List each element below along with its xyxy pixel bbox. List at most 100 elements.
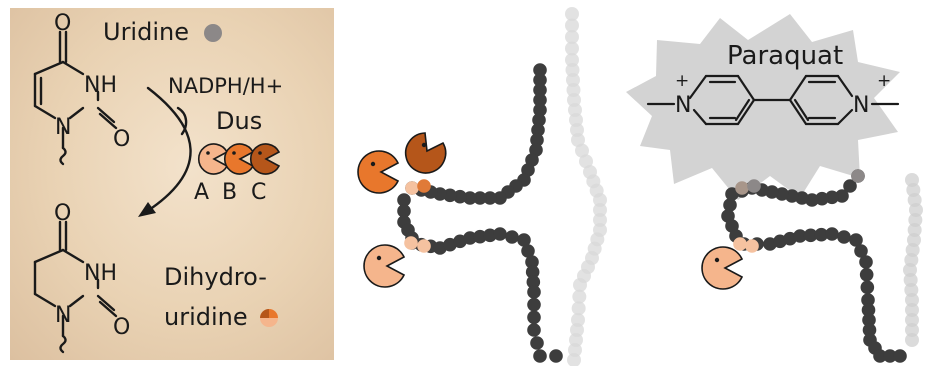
faded-nucleotide bbox=[593, 193, 607, 207]
nucleotide bbox=[505, 230, 519, 244]
nucleotide bbox=[725, 187, 739, 201]
dihydrouridine-oxygen-top: O bbox=[54, 201, 71, 226]
uridine-oxygen-right: O bbox=[113, 127, 130, 152]
faded-nucleotide bbox=[904, 283, 919, 297]
arrow-head-icon bbox=[138, 202, 156, 217]
paraquat-nitrogen-right: N bbox=[853, 93, 869, 118]
faded-nucleotide bbox=[571, 133, 585, 147]
faded-nucleotide bbox=[565, 63, 580, 77]
dihydrouridine-nh: NH bbox=[84, 261, 117, 286]
nucleotide bbox=[527, 310, 541, 325]
dihydrouridine-structure bbox=[33, 220, 118, 354]
faded-nucleotide bbox=[565, 7, 579, 21]
nucleotide bbox=[483, 191, 497, 205]
nucleotide bbox=[530, 336, 544, 350]
nucleotide bbox=[893, 349, 907, 363]
nucleotide bbox=[463, 191, 477, 205]
nucleotide bbox=[397, 193, 411, 207]
paraquat-charge-right: + bbox=[877, 71, 891, 91]
unmodified-nucleotide bbox=[747, 179, 761, 193]
unmodified-nucleotide bbox=[851, 169, 865, 183]
faded-nucleotide bbox=[565, 30, 579, 44]
faded-nucleotide bbox=[565, 41, 579, 56]
nucleotide bbox=[825, 190, 839, 205]
dihydrouridine-nitrogen: N bbox=[55, 303, 71, 328]
faded-nucleotide bbox=[566, 83, 581, 97]
modified-nucleotide bbox=[404, 236, 418, 250]
faded-nucleotide bbox=[573, 278, 587, 292]
nucleotide bbox=[873, 349, 887, 363]
dus-enzyme-a bbox=[198, 143, 229, 175]
variant-b-label: B bbox=[222, 180, 238, 205]
uridine-nitrogen: N bbox=[55, 115, 71, 140]
faded-nucleotide bbox=[908, 213, 923, 227]
nucleotide bbox=[849, 233, 863, 247]
faded-nucleotide bbox=[566, 73, 580, 87]
trna-chain-middle bbox=[397, 63, 563, 363]
faded-nucleotide bbox=[905, 293, 919, 307]
orange-segmented-dot-icon bbox=[260, 309, 278, 327]
nucleotide bbox=[453, 189, 467, 204]
nucleotide bbox=[814, 227, 829, 242]
nucleotide bbox=[531, 123, 545, 137]
faded-nucleotide bbox=[905, 323, 919, 337]
dus-enzyme-b bbox=[224, 143, 255, 175]
nucleotide bbox=[861, 293, 875, 307]
nucleotide bbox=[533, 73, 547, 87]
gray-dot-icon bbox=[204, 24, 222, 42]
paraquat-nitrogen-left: N bbox=[675, 93, 691, 118]
uridine-structure bbox=[33, 30, 118, 166]
nucleotide bbox=[533, 93, 547, 107]
nucleotide bbox=[527, 285, 541, 299]
dus-enzyme-a-bound-right bbox=[701, 246, 744, 290]
nucleotide bbox=[803, 228, 818, 243]
product-label-line2: uridine bbox=[164, 303, 248, 331]
enzyme-label: Dus bbox=[216, 107, 263, 135]
modified-nucleotide bbox=[417, 179, 431, 193]
faded-nucleotide bbox=[903, 273, 918, 287]
nucleotide bbox=[532, 113, 546, 127]
nucleotide bbox=[549, 349, 563, 363]
faded-nucleotide bbox=[565, 53, 579, 67]
faded-nucleotide bbox=[565, 18, 579, 33]
faded-nucleotide bbox=[593, 213, 607, 227]
faded-nucleotide bbox=[909, 203, 923, 217]
dus-enzyme-c-bound bbox=[404, 132, 447, 174]
unmodified-nucleotide bbox=[735, 181, 749, 195]
faded-nucleotide bbox=[905, 303, 919, 317]
nucleotide bbox=[862, 323, 877, 337]
nucleotide bbox=[533, 103, 547, 117]
nucleotide bbox=[883, 349, 897, 363]
faded-nucleotide bbox=[593, 203, 607, 217]
reaction-arrow bbox=[144, 86, 192, 214]
nucleotide bbox=[525, 255, 539, 269]
faded-nucleotide bbox=[905, 333, 919, 347]
paraquat-structure bbox=[646, 74, 900, 126]
nucleotide bbox=[473, 191, 487, 205]
nucleotide bbox=[861, 303, 876, 317]
nucleotide bbox=[517, 233, 531, 247]
paraquat-charge-left: + bbox=[675, 71, 689, 91]
nucleotide bbox=[859, 267, 874, 282]
nucleotide bbox=[397, 204, 411, 218]
faded-nucleotide bbox=[905, 313, 919, 327]
nucleotide bbox=[533, 63, 547, 77]
modified-nucleotide bbox=[745, 239, 759, 253]
product-label-line1: Dihydro- bbox=[164, 263, 267, 291]
burst-star-icon bbox=[626, 14, 900, 200]
faded-nucleotide bbox=[907, 223, 922, 237]
faded-nucleotide bbox=[567, 353, 581, 366]
nucleotide bbox=[526, 275, 541, 289]
cofactor-label: NADPH/H+ bbox=[168, 74, 284, 98]
nucleotide bbox=[860, 280, 875, 295]
reaction-panel-background bbox=[10, 8, 334, 360]
nucleotide bbox=[527, 297, 541, 312]
nucleotide bbox=[837, 230, 851, 244]
nucleotide bbox=[483, 228, 497, 243]
nucleotide bbox=[533, 349, 547, 363]
faded-nucleotide bbox=[903, 263, 917, 277]
modified-nucleotide bbox=[417, 239, 431, 253]
nucleotide bbox=[533, 83, 547, 97]
nucleotide bbox=[793, 229, 807, 243]
